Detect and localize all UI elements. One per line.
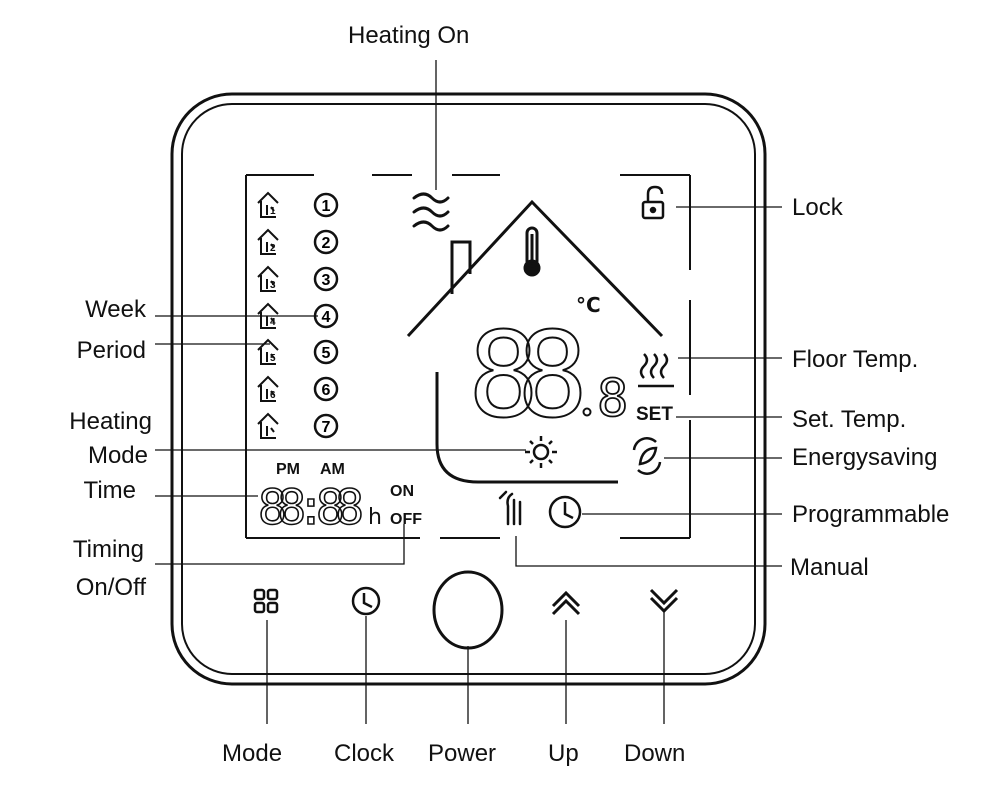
- heat-waves-icon: [412, 192, 450, 232]
- set-label: SET: [636, 404, 673, 425]
- label-timing: Timing: [72, 536, 144, 563]
- decimal-point: [582, 407, 592, 417]
- day-5-circle: [313, 339, 339, 365]
- day-circles: 1 2 3 4 5 6 7: [313, 192, 339, 439]
- period-number: 2: [270, 243, 276, 254]
- chevron-up-icon[interactable]: [551, 590, 581, 616]
- screen-border: [245, 174, 691, 539]
- label-week: Week: [85, 296, 146, 323]
- label-period: Period: [76, 337, 146, 364]
- floor-heating-icon: [638, 353, 674, 388]
- period-house-icon: [257, 375, 279, 402]
- leader-lines: [155, 60, 782, 724]
- label-heating-on: Heating On: [348, 22, 470, 49]
- label-manual: Manual: [790, 554, 869, 581]
- period-house-icon: [257, 412, 279, 439]
- label-on-off: On/Off: [75, 574, 146, 601]
- day-2-circle: [313, 229, 339, 255]
- mode-button-label: Mode: [222, 740, 283, 767]
- power-circle-icon[interactable]: [432, 570, 504, 650]
- grid-icon[interactable]: [253, 588, 279, 614]
- day-1-circle: [313, 192, 339, 218]
- label-set-temp: Set. Temp.: [792, 406, 907, 433]
- day-1-number: 1: [322, 198, 331, 215]
- sun-icon: [525, 436, 557, 468]
- period-number: 6: [270, 390, 276, 401]
- label-heating-mode: Mode: [87, 442, 148, 469]
- pm-label: PM: [276, 461, 300, 478]
- hour-unit: h: [368, 505, 382, 530]
- period-number: 1: [270, 206, 276, 217]
- period-house-icon: [257, 265, 279, 292]
- day-7-circle: [313, 413, 339, 439]
- period-number: 5: [270, 353, 276, 364]
- label-lock: Lock: [792, 194, 843, 221]
- am-label: AM: [320, 461, 345, 478]
- day-6-circle: [313, 376, 339, 402]
- decimal-digit: 8: [597, 369, 628, 429]
- big-temperature-digits: 88: [468, 306, 588, 444]
- house-outline: [406, 199, 664, 484]
- day-4-circle: [313, 303, 339, 329]
- degree-celsius: °C: [576, 293, 601, 317]
- off-label: OFF: [390, 511, 422, 528]
- thermometer-icon: [523, 226, 541, 277]
- day-2-number: 2: [322, 235, 331, 252]
- period-house-icon: [257, 191, 279, 218]
- period-house-icon: [257, 228, 279, 255]
- period-house-icon: [257, 302, 279, 329]
- day-3-number: 3: [322, 272, 331, 289]
- day-5-number: 5: [322, 345, 331, 362]
- label-floor-temp: Floor Temp.: [792, 346, 919, 373]
- period-icons: 1 2 3 4 5 6: [257, 191, 279, 439]
- label-programmable: Programmable: [792, 501, 950, 528]
- day-7-number: 7: [322, 419, 331, 436]
- label-time: Time: [83, 477, 136, 504]
- unlocked-padlock-icon: [641, 185, 665, 220]
- on-label: ON: [390, 483, 414, 500]
- time-digits: 88:88: [258, 480, 364, 536]
- period-house-icon: [257, 338, 279, 365]
- chevron-down-icon[interactable]: [649, 588, 679, 614]
- day-6-number: 6: [322, 382, 331, 399]
- clock-button-label: Clock: [334, 740, 395, 767]
- up-button-label: Up: [548, 740, 579, 767]
- power-button-label: Power: [428, 740, 497, 767]
- clock-icon[interactable]: [351, 586, 381, 616]
- day-3-circle: [313, 266, 339, 292]
- hand-icon: [498, 490, 522, 526]
- label-energysaving: Energysaving: [792, 444, 938, 471]
- period-number: 4: [270, 317, 276, 328]
- programmable-clock-icon: [548, 495, 582, 529]
- down-button-label: Down: [624, 740, 686, 767]
- period-number: 3: [270, 280, 276, 291]
- day-4-number: 4: [322, 309, 331, 326]
- leaf-energysaving-icon: [632, 437, 662, 475]
- label-heating: Heating: [69, 408, 152, 435]
